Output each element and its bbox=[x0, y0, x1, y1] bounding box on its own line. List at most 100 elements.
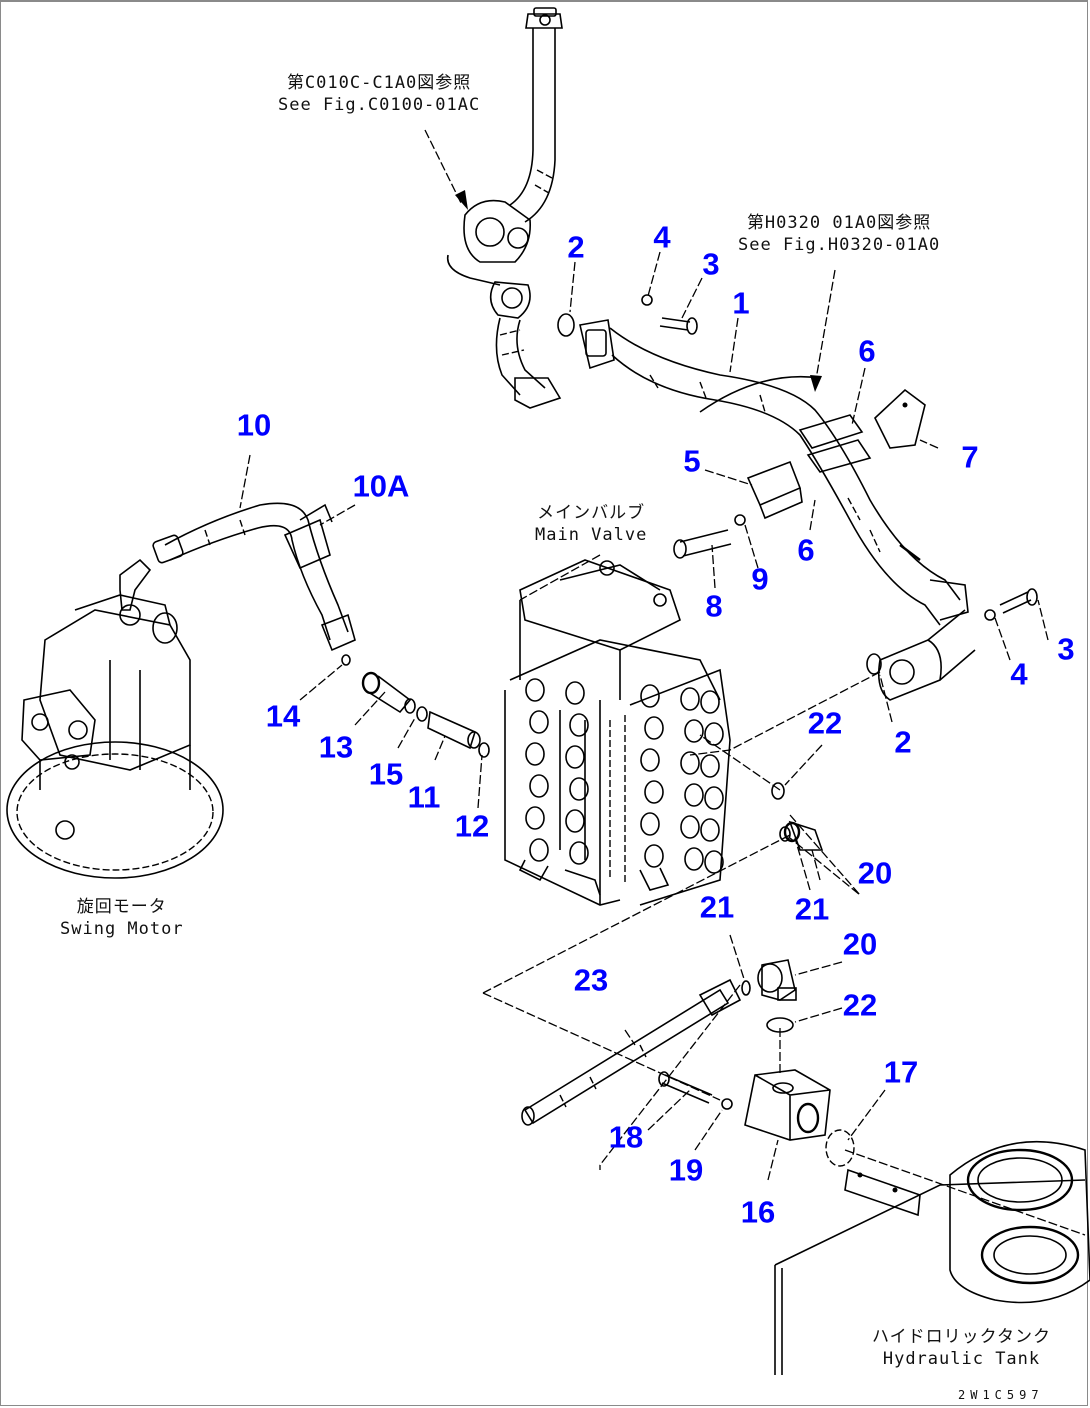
callout-part-14[interactable]: 14 bbox=[265, 698, 301, 734]
callout-part-2[interactable]: 2 bbox=[894, 724, 912, 760]
o-ring-22-upper bbox=[771, 782, 785, 800]
callout-part-7[interactable]: 7 bbox=[961, 439, 979, 475]
clamp-7 bbox=[874, 388, 926, 449]
valve-spool-cap bbox=[644, 780, 664, 804]
callout-part-8[interactable]: 8 bbox=[705, 588, 723, 624]
callout-part-22[interactable]: 22 bbox=[807, 705, 843, 741]
callout-part-3[interactable]: 3 bbox=[1057, 631, 1075, 667]
tube-23 bbox=[521, 978, 742, 1126]
callout-part-5[interactable]: 5 bbox=[683, 443, 701, 479]
main-valve-leader bbox=[519, 554, 601, 601]
callout-part-6[interactable]: 6 bbox=[797, 532, 815, 568]
o-ring-21-left bbox=[741, 980, 751, 996]
bolt-18 bbox=[658, 1071, 713, 1104]
valve-spool-cap bbox=[565, 745, 585, 769]
valve-spool-cap bbox=[525, 678, 545, 702]
valve-spool-cap bbox=[700, 690, 720, 714]
callout-part-13[interactable]: 13 bbox=[318, 729, 354, 765]
valve-spool-cap bbox=[684, 783, 704, 807]
swing-motor-label-en: Swing Motor bbox=[60, 919, 184, 939]
valve-spool-cap bbox=[704, 850, 724, 874]
hydraulic-tank-label-en: Hydraulic Tank bbox=[882, 1349, 1041, 1369]
callout-part-1[interactable]: 1 bbox=[732, 285, 750, 321]
o-ring-15 bbox=[416, 706, 428, 722]
washer-9 bbox=[734, 514, 746, 526]
callout-part-20[interactable]: 20 bbox=[842, 926, 878, 962]
callout-part-10a[interactable]: 10A bbox=[352, 468, 410, 504]
reference-note-c0100-jp: 第C010C-C1A0図参照 bbox=[286, 73, 472, 93]
o-ring-12 bbox=[478, 742, 490, 758]
valve-spool-cap bbox=[700, 818, 720, 842]
callout-part-10[interactable]: 10 bbox=[236, 407, 272, 443]
bolt-3-upper bbox=[641, 294, 698, 335]
valve-spool-cap bbox=[529, 710, 549, 734]
elbow-20-lower bbox=[757, 959, 797, 1001]
swing-motor bbox=[6, 594, 224, 879]
clamp-5 bbox=[746, 460, 803, 520]
callout-part-20[interactable]: 20 bbox=[857, 855, 893, 891]
reference-note-h0320-jp: 第H0320 01A0図参照 bbox=[746, 213, 932, 233]
bolt-3-right bbox=[984, 588, 1038, 621]
reference-note-h0320: 第H0320 01A0図参照 See Fig.H0320-01A0 bbox=[738, 212, 940, 256]
reference-leader-c0100 bbox=[424, 129, 463, 206]
callout-part-17[interactable]: 17 bbox=[883, 1054, 919, 1090]
valve-spool-cap bbox=[529, 774, 549, 798]
main-valve bbox=[504, 559, 731, 906]
o-ring-2-upper bbox=[557, 313, 575, 337]
valve-spool-cap bbox=[569, 777, 589, 801]
callout-part-21[interactable]: 21 bbox=[699, 889, 735, 925]
valve-spool-cap bbox=[640, 812, 660, 836]
callout-part-19[interactable]: 19 bbox=[668, 1152, 704, 1188]
callout-part-21[interactable]: 21 bbox=[794, 891, 830, 927]
component-label-hydraulic-tank: ハイドロリックタンク Hydraulic Tank bbox=[872, 1326, 1051, 1370]
reference-note-c0100: 第C010C-C1A0図参照 See Fig.C0100-01AC bbox=[278, 72, 480, 116]
valve-spool-cap bbox=[569, 841, 589, 865]
valve-spool-cap bbox=[529, 838, 549, 862]
valve-spool-cap bbox=[565, 681, 585, 705]
o-ring-21-right bbox=[779, 826, 791, 842]
callout-part-9[interactable]: 9 bbox=[751, 561, 769, 597]
hose-10 bbox=[119, 502, 356, 652]
callout-part-6[interactable]: 6 bbox=[858, 333, 876, 369]
swing-motor-label-jp: 旋回モータ bbox=[76, 897, 167, 917]
suction-pipe-upper bbox=[446, 7, 563, 409]
hydraulic-tank-label-jp: ハイドロリックタンク bbox=[872, 1327, 1051, 1347]
o-ring-17 bbox=[825, 1129, 855, 1167]
valve-spool-cap bbox=[700, 754, 720, 778]
valve-spool-cap bbox=[704, 722, 724, 746]
component-label-swing-motor: 旋回モータ Swing Motor bbox=[60, 896, 184, 940]
valve-spool-cap bbox=[680, 815, 700, 839]
main-valve-label-jp: メインバルブ bbox=[537, 503, 646, 523]
callout-part-15[interactable]: 15 bbox=[368, 756, 404, 792]
callout-part-2[interactable]: 2 bbox=[567, 229, 585, 265]
valve-spool-cap bbox=[640, 748, 660, 772]
callout-part-22[interactable]: 22 bbox=[842, 987, 878, 1023]
leader-23-frame bbox=[482, 992, 721, 1101]
reference-note-h0320-en: See Fig.H0320-01A0 bbox=[738, 235, 941, 255]
washer-19 bbox=[721, 1098, 733, 1110]
reference-leader-h0320 bbox=[814, 269, 836, 386]
elbow-13 bbox=[361, 671, 416, 714]
valve-spool-cap bbox=[644, 844, 664, 868]
callout-leaders bbox=[239, 251, 1049, 1181]
valve-spool-cap bbox=[640, 684, 660, 708]
callout-part-16[interactable]: 16 bbox=[740, 1194, 776, 1230]
o-ring-14 bbox=[341, 654, 351, 666]
callout-part-23[interactable]: 23 bbox=[573, 962, 609, 998]
hose-1 bbox=[579, 319, 976, 701]
adapter-11 bbox=[427, 710, 481, 750]
valve-spool-cap bbox=[680, 751, 700, 775]
callout-part-3[interactable]: 3 bbox=[702, 246, 720, 282]
bolt-8 bbox=[673, 529, 732, 559]
callout-part-4[interactable]: 4 bbox=[653, 219, 671, 255]
valve-spool-cap bbox=[684, 847, 704, 871]
callout-part-12[interactable]: 12 bbox=[454, 808, 490, 844]
block-16 bbox=[744, 1069, 831, 1141]
valve-spool-cap bbox=[569, 713, 589, 737]
valve-spool-cap bbox=[684, 719, 704, 743]
callout-part-18[interactable]: 18 bbox=[608, 1119, 644, 1155]
callout-part-11[interactable]: 11 bbox=[407, 779, 441, 815]
figure-id: 2W1C597 bbox=[958, 1388, 1044, 1402]
callout-part-4[interactable]: 4 bbox=[1010, 656, 1028, 692]
